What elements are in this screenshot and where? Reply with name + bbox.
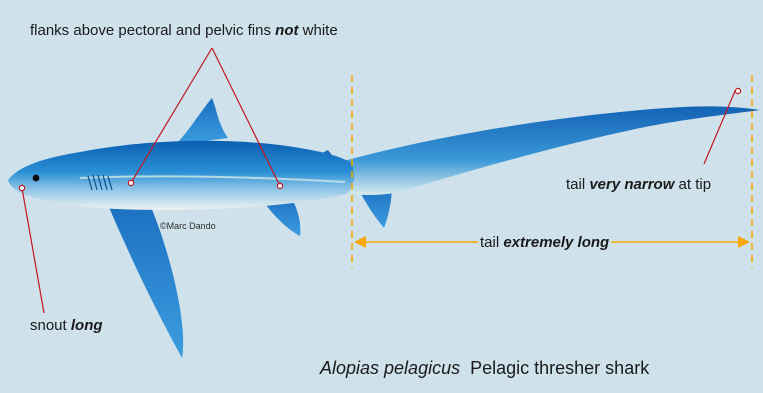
tail-length-annotation: tail extremely long [478,235,611,250]
flanks-annotation-emphasis: not [275,22,298,39]
snout-prefix: snout [30,317,71,334]
tail-tip-annotation: tail very narrow at tip [566,177,711,192]
tail-tip-emphasis: very narrow [589,176,674,193]
tail-tip-suffix: at tip [674,176,711,193]
snout-annotation: snout long [30,318,103,333]
species-common-name: Pelagic thresher shark [470,358,649,378]
tail-tip-prefix: tail [566,176,589,193]
shark-body [8,141,354,210]
dorsal-fin [175,98,228,145]
eye [33,175,40,182]
species-scientific-name: Alopias pelagicus [320,358,460,378]
tail-length-prefix: tail [480,234,503,251]
snout-emphasis: long [71,317,103,334]
flanks-annotation-suffix: white [298,22,337,39]
tail-length-emphasis: extremely long [503,234,609,251]
flanks-annotation-text: flanks above pectoral and pelvic fins [30,22,271,39]
illustration-credit: ©Marc Dando [160,222,216,231]
flanks-annotation: flanks above pectoral and pelvic fins no… [30,23,338,38]
species-caption: Alopias pelagicus Pelagic thresher shark [320,359,649,377]
